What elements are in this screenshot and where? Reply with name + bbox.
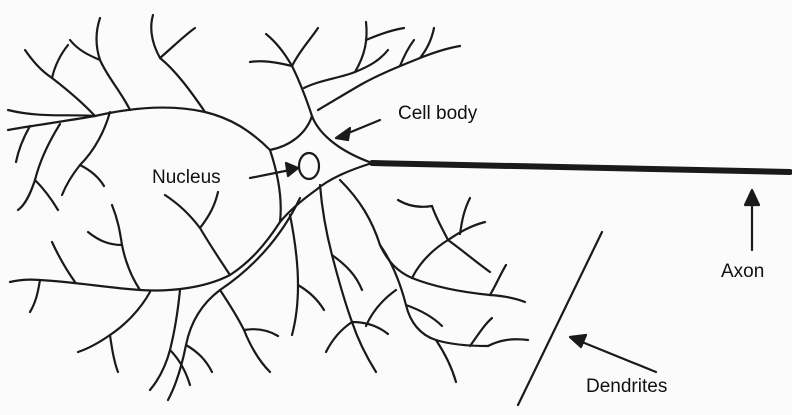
cell-body-outline (270, 116, 372, 222)
dendrite-branch (320, 185, 376, 372)
axon-arrow (745, 190, 759, 250)
dendrite-lower-left (10, 222, 280, 290)
dendrite-branch (290, 215, 298, 335)
dendrite-branch (25, 50, 95, 116)
dendrite-branch (292, 28, 318, 66)
dendrite-branch (352, 322, 388, 334)
dendrite-branch (304, 50, 388, 88)
dendrite-branch (406, 305, 442, 326)
cell-body-arrow (336, 120, 380, 140)
dendrite-branch (355, 22, 367, 72)
dendrite-lower (168, 198, 300, 400)
dendrite-branch (52, 45, 68, 78)
dendrite-branch (366, 290, 396, 326)
dendrite-branch (186, 345, 212, 372)
dendrite-branch (151, 15, 205, 112)
axon (372, 163, 790, 172)
dendrite-branch (8, 110, 95, 116)
dendrite-branch (35, 180, 58, 210)
dendrite-branch (398, 200, 432, 207)
dendrite-branch (30, 280, 40, 312)
cell-body-label: Cell body (398, 104, 477, 123)
dendrite-branch (78, 292, 150, 352)
dendrites-label: Dendrites (586, 377, 667, 396)
dendrite-branch (16, 126, 30, 162)
dendrite-branch (412, 222, 485, 278)
dendrite-branch (318, 46, 460, 110)
dendrite-branch (200, 192, 218, 228)
nucleus (299, 153, 319, 179)
dendrite-branch (160, 28, 195, 58)
dendrites-arrow (570, 335, 656, 372)
dendrite-branch (432, 206, 448, 240)
dendrite-branch (150, 290, 180, 390)
dendrite-branch (436, 340, 456, 382)
dendrite-branch (80, 165, 104, 186)
dendrite-branch (250, 61, 292, 66)
dendrite-branch (470, 318, 492, 346)
dendrite-branch (488, 339, 528, 346)
dendrite-branch (380, 245, 488, 346)
dendrite-branch (448, 240, 490, 272)
dendrite-branch (112, 205, 140, 290)
dendrite-branch (52, 242, 75, 282)
dendrite-branch (110, 335, 118, 372)
dendrite-branch (70, 40, 100, 60)
dendrite-branch (97, 18, 130, 110)
axon-label: Axon (721, 262, 764, 281)
dendrite-branch (366, 28, 404, 40)
dendrite-branch (298, 285, 324, 310)
dendrite-branch (165, 195, 230, 275)
dendrite-branch (244, 329, 278, 336)
dendrite-branch (88, 232, 122, 245)
dendrite-branch (490, 265, 506, 295)
dendrite-branch (326, 322, 352, 352)
nucleus-label: Nucleus (152, 168, 221, 187)
